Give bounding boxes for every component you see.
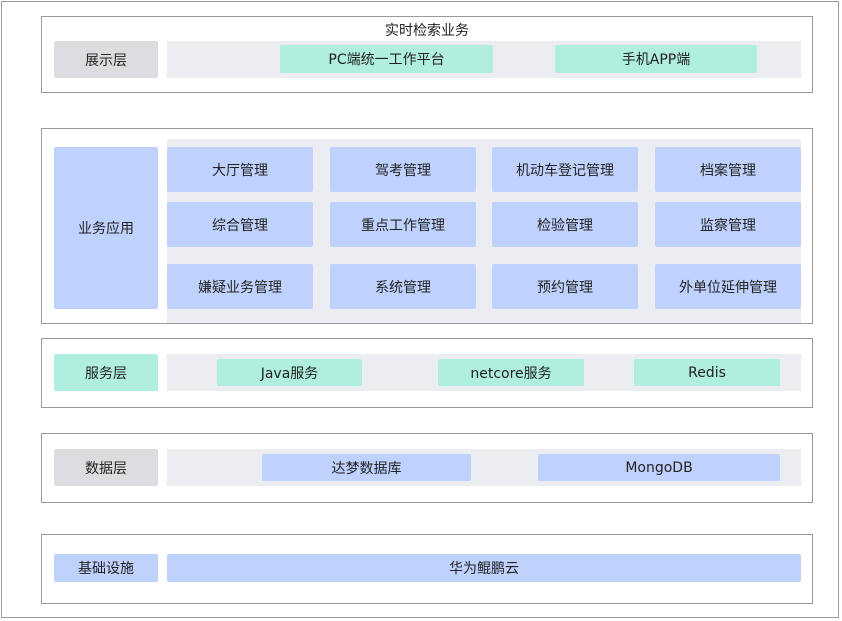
pc-platform-box: PC端统一工作平台 bbox=[280, 45, 493, 73]
driving-test-management-box: 驾考管理 bbox=[330, 147, 476, 192]
external-unit-management-box: 外单位延伸管理 bbox=[655, 264, 801, 309]
presentation-title: 实时检索业务 bbox=[385, 23, 469, 39]
vehicle-registration-box: 机动车登记管理 bbox=[492, 147, 638, 192]
suspect-business-management-box: 嫌疑业务管理 bbox=[167, 264, 313, 309]
key-work-management-box: 重点工作管理 bbox=[330, 202, 476, 247]
dameng-database-box: 达梦数据库 bbox=[262, 454, 471, 481]
comprehensive-management-box: 综合管理 bbox=[167, 202, 313, 247]
mongodb-box: MongoDB bbox=[538, 454, 780, 481]
presentation-layer-label: 展示层 bbox=[54, 41, 158, 78]
inspection-management-box: 检验管理 bbox=[492, 202, 638, 247]
archive-management-box: 档案管理 bbox=[655, 147, 801, 192]
infrastructure-layer-label: 基础设施 bbox=[54, 554, 158, 582]
business-layer-label: 业务应用 bbox=[54, 147, 158, 309]
huawei-kunpeng-cloud-box: 华为鲲鹏云 bbox=[167, 554, 801, 582]
redis-box: Redis bbox=[634, 359, 780, 386]
supervision-management-box: 监察管理 bbox=[655, 202, 801, 247]
service-layer-label: 服务层 bbox=[54, 354, 158, 391]
netcore-service-box: netcore服务 bbox=[438, 359, 584, 386]
mobile-app-box: 手机APP端 bbox=[555, 45, 757, 73]
hall-management-box: 大厅管理 bbox=[167, 147, 313, 192]
data-layer-label: 数据层 bbox=[54, 449, 158, 486]
java-service-box: Java服务 bbox=[217, 359, 362, 386]
appointment-management-box: 预约管理 bbox=[492, 264, 638, 309]
system-management-box: 系统管理 bbox=[330, 264, 476, 309]
